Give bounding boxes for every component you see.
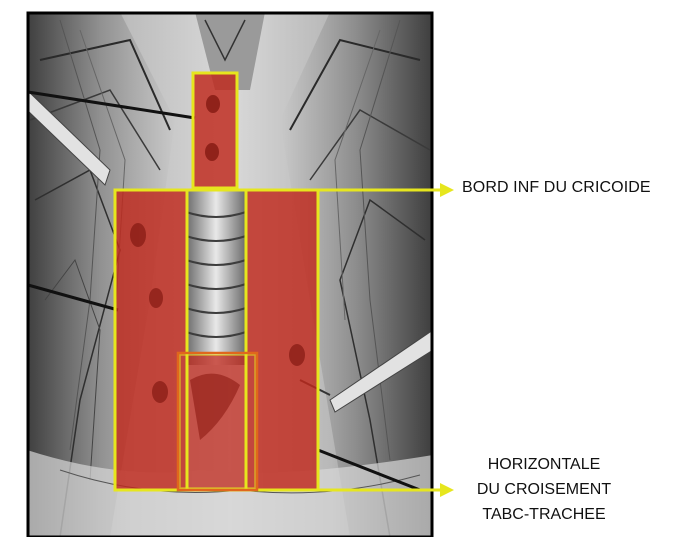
- cricoid-label: BORD INF DU CRICOIDE: [462, 179, 651, 197]
- crossing-label-line-1: HORIZONTALE: [444, 452, 644, 477]
- upper-highlight-box: [193, 73, 237, 188]
- crossing-label-line-2: DU CROISEMENT: [444, 477, 644, 502]
- crossing-label: HORIZONTALE DU CROISEMENT TABC-TRACHEE: [444, 452, 644, 527]
- crossing-label-line-3: TABC-TRACHEE: [444, 502, 644, 527]
- left-lobe-highlight: [115, 190, 187, 490]
